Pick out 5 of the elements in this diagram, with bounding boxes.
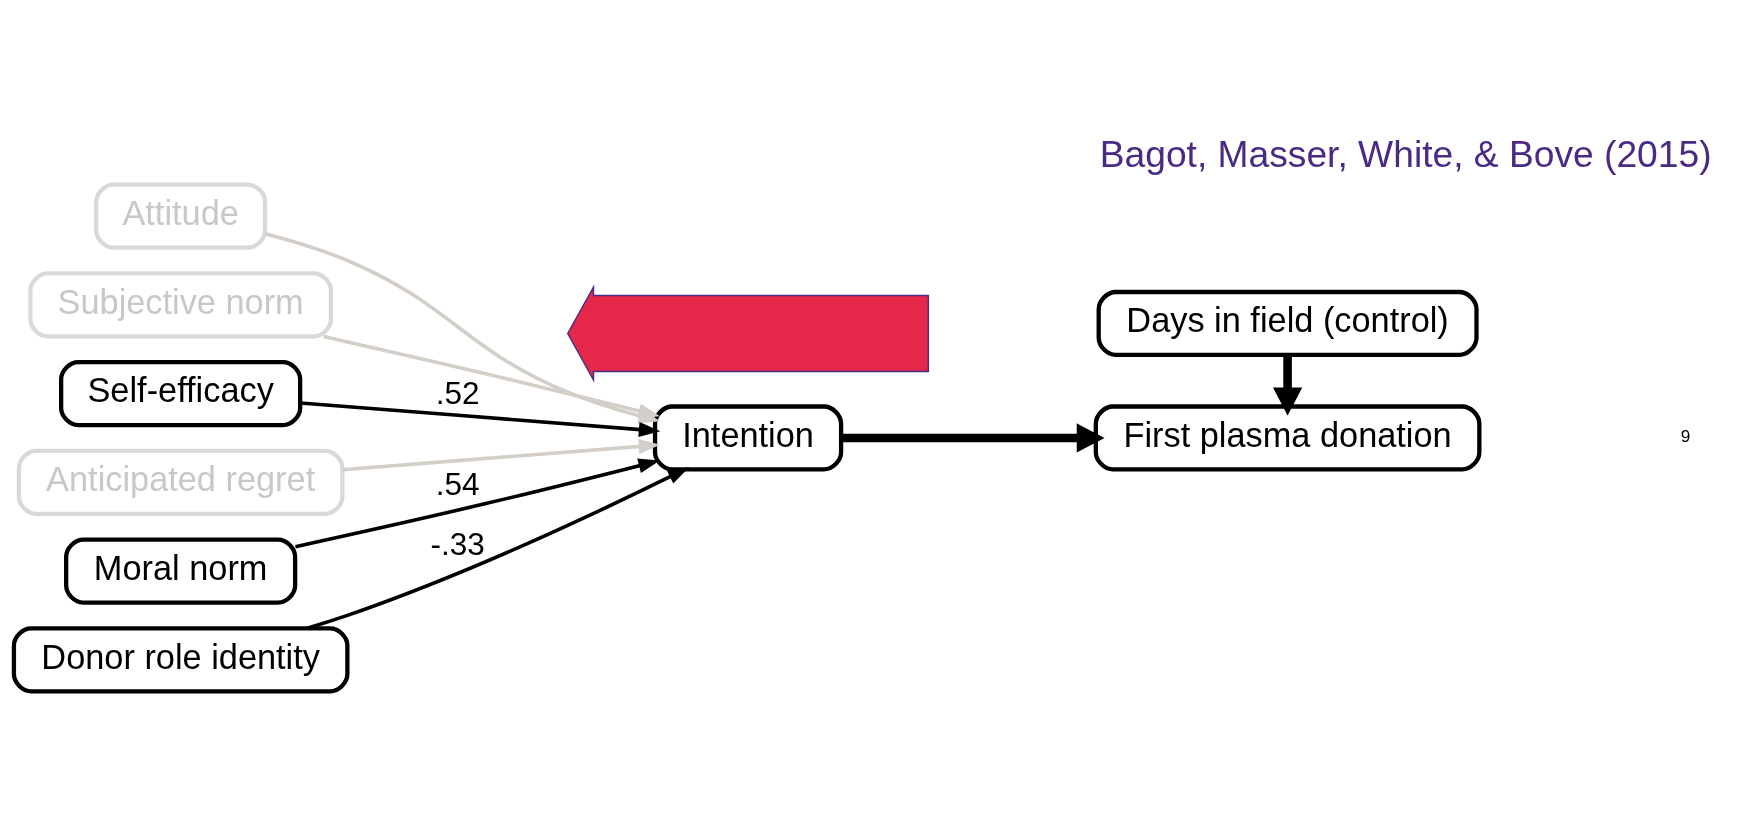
diagram-title: Bagot, Masser, White, & Bove (2015) [1099,133,1712,176]
label: 9 [1680,426,1691,447]
edge-label: .54 [435,466,480,502]
edge-label: .52 [435,376,480,412]
edge-label: -.33 [430,526,485,562]
